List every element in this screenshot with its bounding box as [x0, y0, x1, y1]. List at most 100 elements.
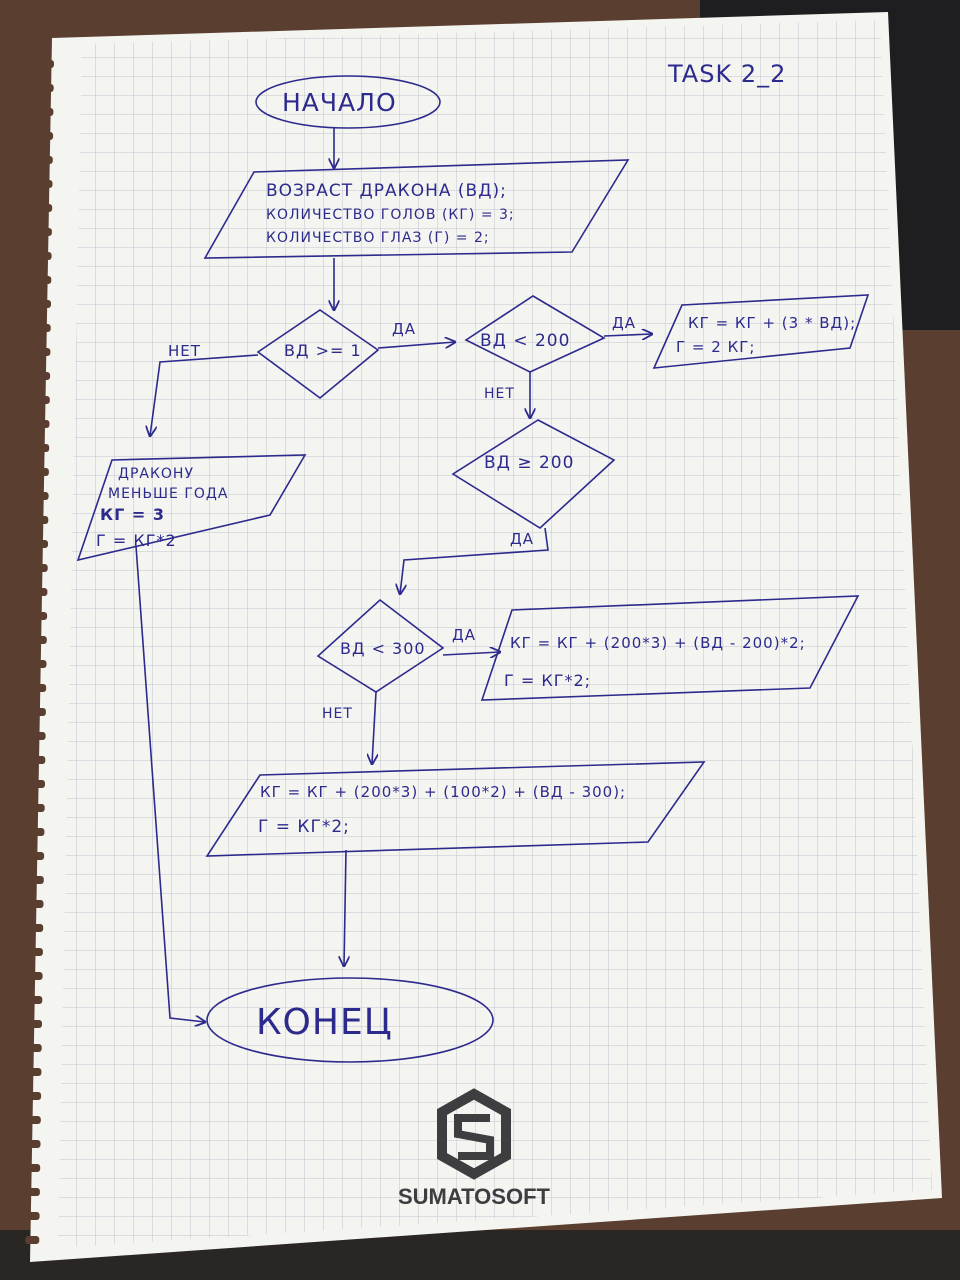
edge-cond4-no: НЕТ — [322, 706, 353, 722]
start-label: НАЧАЛО — [282, 88, 397, 117]
arrow-cond3-yes — [400, 527, 549, 594]
spiral-hole — [34, 540, 48, 548]
input-line1: ВОЗРАСТ ДРАКОНА (ВД); — [266, 181, 507, 201]
spiral-hole — [25, 1236, 40, 1244]
spiral-hole — [37, 252, 52, 260]
spiral-hole — [27, 1092, 42, 1100]
spiral-hole — [31, 756, 46, 764]
out-under300-line1: КГ = КГ + (200*3) + (ВД - 200)*2; — [510, 634, 806, 652]
spiral-hole — [35, 444, 50, 452]
spiral-hole — [26, 1116, 41, 1124]
spiral-hole — [28, 948, 43, 956]
out-under300-line2: Г = КГ*2; — [504, 671, 591, 690]
spiral-hole — [40, 60, 54, 68]
out-young-line4: Г = КГ*2 — [96, 531, 177, 550]
spiral-hole — [38, 180, 53, 188]
arrow-cond2-yes — [603, 334, 652, 336]
spiral-hole — [35, 420, 50, 428]
out-under200-line2: Г = 2 КГ; — [676, 338, 755, 356]
spiral-hole — [38, 156, 53, 164]
edge-cond2-yes: ДА — [612, 314, 636, 332]
spiral-hole — [27, 1044, 42, 1052]
cond3-label: ВД ≥ 200 — [484, 453, 574, 473]
out-over300-line2: Г = КГ*2; — [258, 817, 350, 837]
spiral-hole — [31, 780, 45, 788]
arrow-over300-end — [344, 849, 346, 966]
end-oval — [206, 977, 494, 1063]
spiral-hole — [36, 324, 51, 332]
spiral-hole — [33, 612, 48, 620]
input-block — [203, 159, 630, 259]
out-young-block — [76, 454, 307, 562]
arrow-young-end — [135, 545, 205, 1022]
cond1-diamond — [256, 309, 380, 400]
spiral-hole — [32, 636, 47, 644]
spiral-hole — [27, 1068, 42, 1076]
sumatosoft-logo: SUMATOSOFT — [398, 1088, 551, 1209]
out-under200-line1: КГ = КГ + (3 * ВД); — [688, 314, 856, 332]
out-under300-block — [480, 595, 860, 701]
out-young-line3: КГ = 3 — [100, 505, 165, 524]
spiral-hole — [28, 1020, 42, 1028]
paper-grid — [58, 20, 932, 1248]
edge-cond1-no: НЕТ — [168, 342, 201, 360]
out-young-line1: ДРАКОНУ — [118, 466, 194, 482]
spiral-hole — [37, 300, 51, 308]
cond3-diamond — [451, 419, 616, 529]
spiral-hole — [39, 84, 54, 92]
spiral-hole — [25, 1188, 40, 1196]
task-label: TASK 2_2 — [667, 60, 786, 88]
watermark-text: SUMATOSOFT — [398, 1184, 551, 1209]
input-line2: КОЛИЧЕСТВО ГОЛОВ (КГ) = 3; — [266, 207, 515, 223]
logo-hexagon-icon — [437, 1088, 511, 1180]
spiral-hole — [30, 852, 45, 860]
spiral-hole — [34, 516, 49, 524]
spiral-hole — [28, 972, 43, 980]
edge-cond2-no: НЕТ — [484, 386, 515, 402]
arrow-cond1-no — [150, 354, 259, 436]
arrow-cond4-no — [372, 691, 376, 764]
spiral-hole — [32, 684, 47, 692]
spiral-hole — [29, 876, 44, 884]
spiral-hole — [39, 108, 54, 116]
end-label: КОНЕЦ — [256, 1002, 393, 1043]
spiral-hole — [25, 1212, 40, 1220]
spiral-hole — [36, 348, 51, 356]
spiral-hole — [31, 708, 46, 716]
spiral-hole — [32, 660, 47, 668]
out-young-line2: МЕНЬШЕ ГОДА — [108, 486, 228, 502]
arrow-cond1-yes — [377, 342, 455, 349]
spiral-hole — [31, 732, 46, 740]
edge-cond1-yes: ДА — [392, 320, 416, 338]
spiral-hole — [29, 924, 44, 932]
spiral-hole — [37, 228, 52, 236]
cond2-label: ВД < 200 — [480, 331, 570, 351]
out-under200-block — [652, 294, 870, 369]
spiral-hole — [35, 396, 50, 404]
spiral-hole — [30, 828, 45, 836]
start-oval — [255, 75, 441, 129]
spiral-hole — [39, 132, 54, 140]
spiral-hole — [33, 564, 48, 572]
spiral-hole — [29, 900, 44, 908]
spiral-hole — [38, 204, 53, 212]
cond1-label: ВД >= 1 — [284, 341, 362, 360]
spiral-hole — [26, 1164, 41, 1172]
edge-cond3-yes: ДА — [510, 530, 534, 548]
out-over300-line1: КГ = КГ + (200*3) + (100*2) + (ВД - 300)… — [260, 783, 626, 801]
spiral-hole — [37, 276, 52, 284]
edge-cond4-yes: ДА — [452, 626, 476, 644]
out-over300-block — [205, 761, 706, 857]
spiral-holes — [25, 60, 54, 1244]
cond4-label: ВД < 300 — [340, 639, 426, 658]
spiral-hole — [26, 1140, 41, 1148]
spiral-hole — [34, 492, 49, 500]
spiral-hole — [36, 372, 51, 380]
spiral-hole — [28, 996, 43, 1004]
arrow-cond4-yes — [442, 652, 500, 655]
spiral-hole — [34, 468, 49, 476]
spiral-hole — [33, 588, 48, 596]
input-line3: КОЛИЧЕСТВО ГЛАЗ (Г) = 2; — [266, 230, 490, 246]
spiral-hole — [30, 804, 45, 812]
